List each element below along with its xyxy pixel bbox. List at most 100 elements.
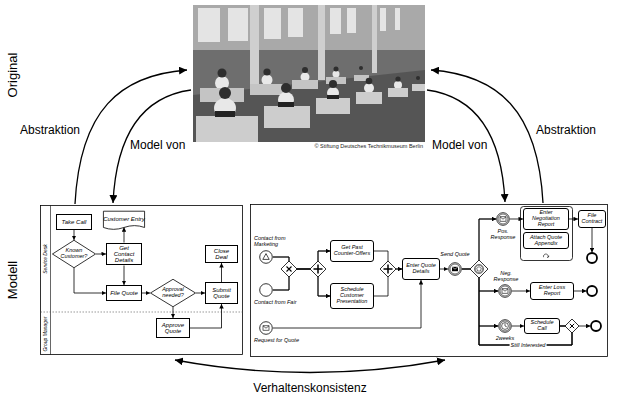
sequence-flow xyxy=(574,291,587,292)
photo-figure xyxy=(366,78,373,85)
message-symbol xyxy=(452,267,458,269)
shape-outline xyxy=(259,250,273,264)
event-ring xyxy=(260,284,273,297)
node-text: Enter Quote Details xyxy=(405,263,437,275)
document-shape: Customer Entry xyxy=(103,211,145,232)
process-box: Close Deal xyxy=(205,245,238,263)
photo-figure xyxy=(333,71,340,78)
node-text: Customer Entry xyxy=(103,216,145,222)
event-ring xyxy=(498,214,508,224)
model-of-arrow xyxy=(113,90,191,203)
lane-label: Group Manager xyxy=(42,316,48,351)
relation-label: Model von xyxy=(432,139,487,153)
photo-desk xyxy=(196,116,258,142)
photo-figure xyxy=(218,69,227,78)
event-label: Contact from Fair xyxy=(254,299,306,305)
flow-connector xyxy=(221,263,222,282)
event-ring xyxy=(500,286,510,296)
consistency-arrow xyxy=(175,360,445,373)
node-text: Submit Quote xyxy=(208,287,235,300)
shape-outline xyxy=(259,321,273,335)
event-circle: 2weeks xyxy=(498,319,512,333)
process-box: Get Contact Details xyxy=(106,243,142,266)
photo-window xyxy=(347,8,356,33)
node-text: Close Deal xyxy=(208,248,235,261)
photo-window xyxy=(330,8,341,34)
diamond-outline xyxy=(52,240,95,267)
node-text: Enter Negotiation Report xyxy=(526,210,566,227)
message-symbol xyxy=(263,326,269,330)
abstraction-arrow xyxy=(431,70,543,203)
xor-gateway xyxy=(565,319,579,333)
node-text: Approve Quote xyxy=(159,322,187,335)
event-ring xyxy=(500,321,510,331)
event-ring xyxy=(450,264,460,274)
end-event xyxy=(587,286,597,296)
task-box: Schedule Customer Presentation xyxy=(330,283,374,309)
photo-typewriter xyxy=(278,102,294,107)
photo-typewriter xyxy=(327,95,339,99)
relation-label: Abstraktion xyxy=(536,124,596,138)
sequence-flow xyxy=(592,228,593,253)
photo-typewriter xyxy=(215,111,235,117)
photo-figure xyxy=(329,80,337,88)
event-circle: Pos. Response xyxy=(496,212,510,226)
photo-figure xyxy=(327,87,339,99)
lane-header-line xyxy=(50,206,51,355)
message-symbol xyxy=(502,289,508,293)
photo-pillar xyxy=(250,5,259,95)
process-box: Approve Quote xyxy=(156,318,190,338)
relation-label: Abstraktion xyxy=(20,124,80,138)
photo-wall xyxy=(193,5,425,142)
flow-connector xyxy=(569,218,578,219)
decision-diamond: Approval needed? xyxy=(150,279,196,307)
end-event xyxy=(591,321,601,331)
lane-divider xyxy=(41,312,243,313)
model-frame xyxy=(251,205,608,357)
photo-window xyxy=(198,8,220,42)
photo-figure xyxy=(359,66,363,70)
photo-credit: © Stiftung Deutsches Technikmuseum Berli… xyxy=(314,143,423,149)
event-label: Neg. Response xyxy=(490,270,522,282)
photo-figure xyxy=(394,81,402,89)
flow-connector xyxy=(196,293,205,294)
event-gateway xyxy=(470,260,488,278)
event-circle: Contact from Marketing xyxy=(259,250,273,264)
photo-window xyxy=(395,8,400,30)
event-ring xyxy=(260,251,273,264)
node-text: Get Past Counter-Offers xyxy=(333,245,371,257)
model-frame xyxy=(41,206,243,355)
flow-connector xyxy=(273,257,330,296)
node-text: Schedule Call xyxy=(527,320,557,332)
node-text: Known Customer? xyxy=(58,248,90,260)
event-circle: Request for Quote xyxy=(259,321,273,335)
flow-connector xyxy=(96,253,106,254)
flow-connector xyxy=(273,251,330,290)
photo-window xyxy=(228,8,248,41)
event-label: Send Quote xyxy=(438,251,472,257)
task-box: Enter Loss Report xyxy=(530,282,574,300)
process-box: Submit Quote xyxy=(205,282,238,304)
event-label: Request for Quote xyxy=(254,337,306,343)
node-text: Get Contact Details xyxy=(109,245,139,264)
flow-connector xyxy=(512,326,524,327)
xor-mark xyxy=(570,324,574,328)
task-box: Enter Negotiation Report xyxy=(523,208,569,229)
photo-window xyxy=(380,8,386,31)
shape-outline xyxy=(259,283,273,297)
event-ring xyxy=(449,263,462,276)
flow-connector xyxy=(124,227,125,242)
parallel-mark xyxy=(314,265,323,274)
xor-mark xyxy=(287,267,292,272)
photo-pillar xyxy=(318,5,325,80)
node-text: Attach Quote Appendix xyxy=(526,235,566,247)
event-ring xyxy=(499,285,512,298)
event-label: 2weeks xyxy=(490,335,520,341)
parallel-mark xyxy=(384,265,393,274)
end-event xyxy=(587,253,597,263)
xor-gateway xyxy=(281,261,297,277)
photo-desk xyxy=(412,84,425,91)
photo-desk xyxy=(250,84,284,95)
parallel-gateway xyxy=(380,261,396,277)
